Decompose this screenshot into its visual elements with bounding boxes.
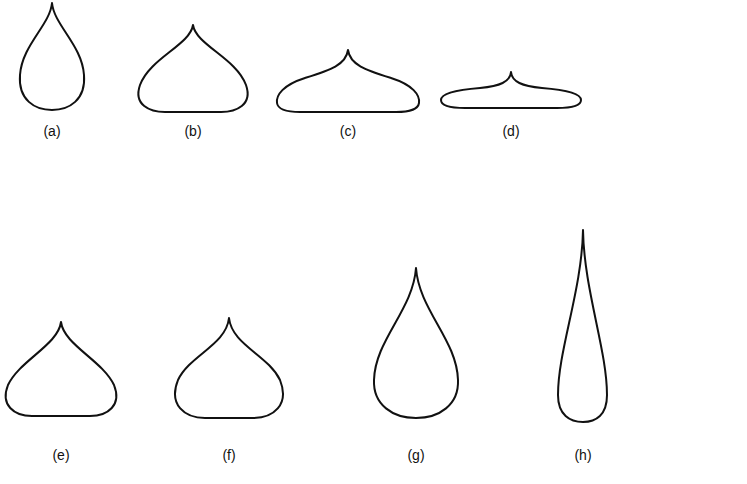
drop-shape (558, 230, 607, 422)
figure-caption: (b) (184, 124, 201, 139)
drop-shape (20, 3, 84, 110)
figure-caption: (g) (407, 448, 424, 463)
drop-shape (277, 50, 419, 112)
figure-caption: (f) (222, 448, 235, 463)
drop-shape (138, 25, 247, 112)
figure-caption: (d) (502, 124, 519, 139)
drop-shape (175, 318, 283, 418)
figure-caption: (c) (340, 124, 356, 139)
figure-caption: (h) (574, 448, 591, 463)
figure-caption: (e) (52, 448, 69, 463)
figure-caption: (a) (43, 124, 60, 139)
drop-shape (374, 268, 458, 418)
drop-shape (441, 72, 581, 108)
drop-shape (6, 322, 117, 416)
